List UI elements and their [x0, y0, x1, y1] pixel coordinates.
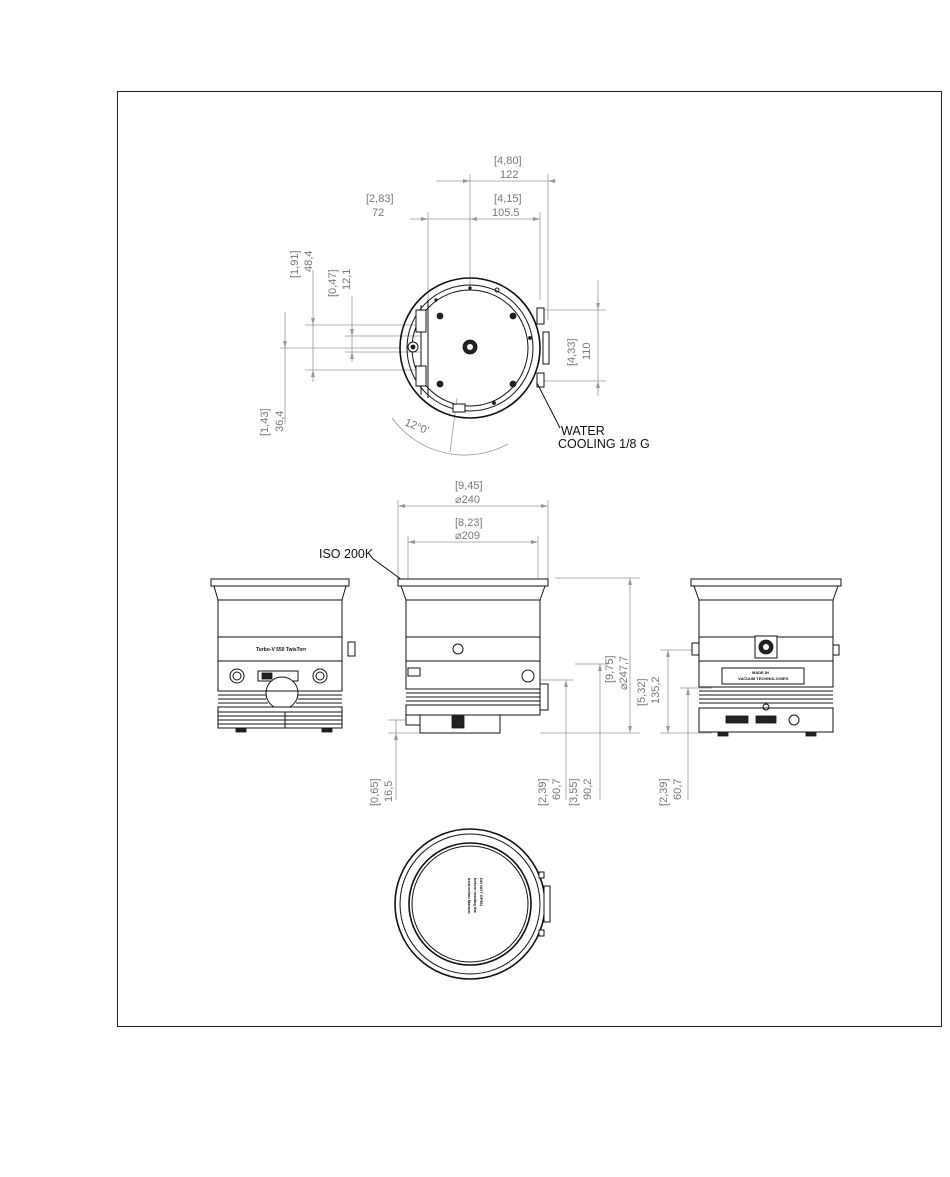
dim-433-mm: 110	[581, 342, 593, 360]
dim-532-inch: [5,32]	[636, 678, 648, 706]
dim-945-inch: [9,45]	[455, 480, 483, 492]
dim-047-mm: 12,1	[341, 269, 353, 290]
dim-283-mm: 72	[372, 207, 384, 219]
warning-line-1: DO NOT OPEN	[479, 878, 484, 906]
left-side-view	[210, 578, 356, 733]
dim-415-inch: [4,15]	[494, 193, 522, 205]
side-view-dimensions	[371, 500, 712, 800]
dim-047-inch: [0,47]	[327, 269, 339, 297]
model-label: Turbo-V 550 TwisTorr	[256, 647, 306, 653]
middle-side-view	[397, 578, 549, 734]
plate-line-1: MADE IN	[752, 670, 769, 675]
dim-823-mm: ⌀209	[455, 530, 480, 542]
dim-823-inch: [8,23]	[455, 517, 483, 529]
top-view	[280, 174, 606, 456]
warning-line-3: instruction Manual	[467, 878, 472, 914]
warning-line-2: before reading the	[473, 878, 478, 914]
dim-283-inch: [2,83]	[366, 193, 394, 205]
drawing-frame	[117, 91, 942, 1027]
dim-975-inch: [9,75]	[604, 655, 616, 683]
water-cooling-label-2: COOLING 1/8 G	[558, 437, 650, 451]
dim-945-mm: ⌀240	[455, 494, 480, 506]
dim-355-mm: 90,2	[582, 779, 594, 800]
dim-143-mm: 36,4	[274, 411, 286, 432]
dim-239b-inch: [2,39]	[658, 778, 670, 806]
warning-label: DO NOT OPEN before reading the instructi…	[467, 878, 484, 914]
dim-065-mm: 16,5	[383, 781, 395, 802]
dim-191-mm: 48,4	[303, 251, 315, 272]
dim-480-mm: 122	[500, 169, 518, 181]
dim-191-inch: [1,91]	[289, 250, 301, 278]
dim-532-mm: 135,2	[650, 676, 662, 704]
dim-143-inch: [1,43]	[259, 408, 271, 436]
dim-480-inch: [4,80]	[494, 155, 522, 167]
dim-065-inch: [0,65]	[369, 778, 381, 806]
dim-433-inch: [4,33]	[566, 338, 578, 366]
plate-line-2: VACUUM TECHNOLOGIES	[738, 676, 789, 681]
water-cooling-label-1: WATER	[561, 424, 605, 438]
bottom-view	[394, 828, 551, 980]
dim-415-mm: 105.5	[492, 207, 520, 219]
dim-355-inch: [3,55]	[568, 778, 580, 806]
iso-flange-label: ISO 200K	[319, 547, 374, 561]
right-side-view	[690, 578, 842, 737]
dim-239a-inch: [2,39]	[537, 778, 549, 806]
dim-239a-mm: 60,7	[551, 779, 563, 800]
dim-239b-mm: 60,7	[672, 779, 684, 800]
dim-975-mm: ⌀247,7	[618, 656, 630, 690]
